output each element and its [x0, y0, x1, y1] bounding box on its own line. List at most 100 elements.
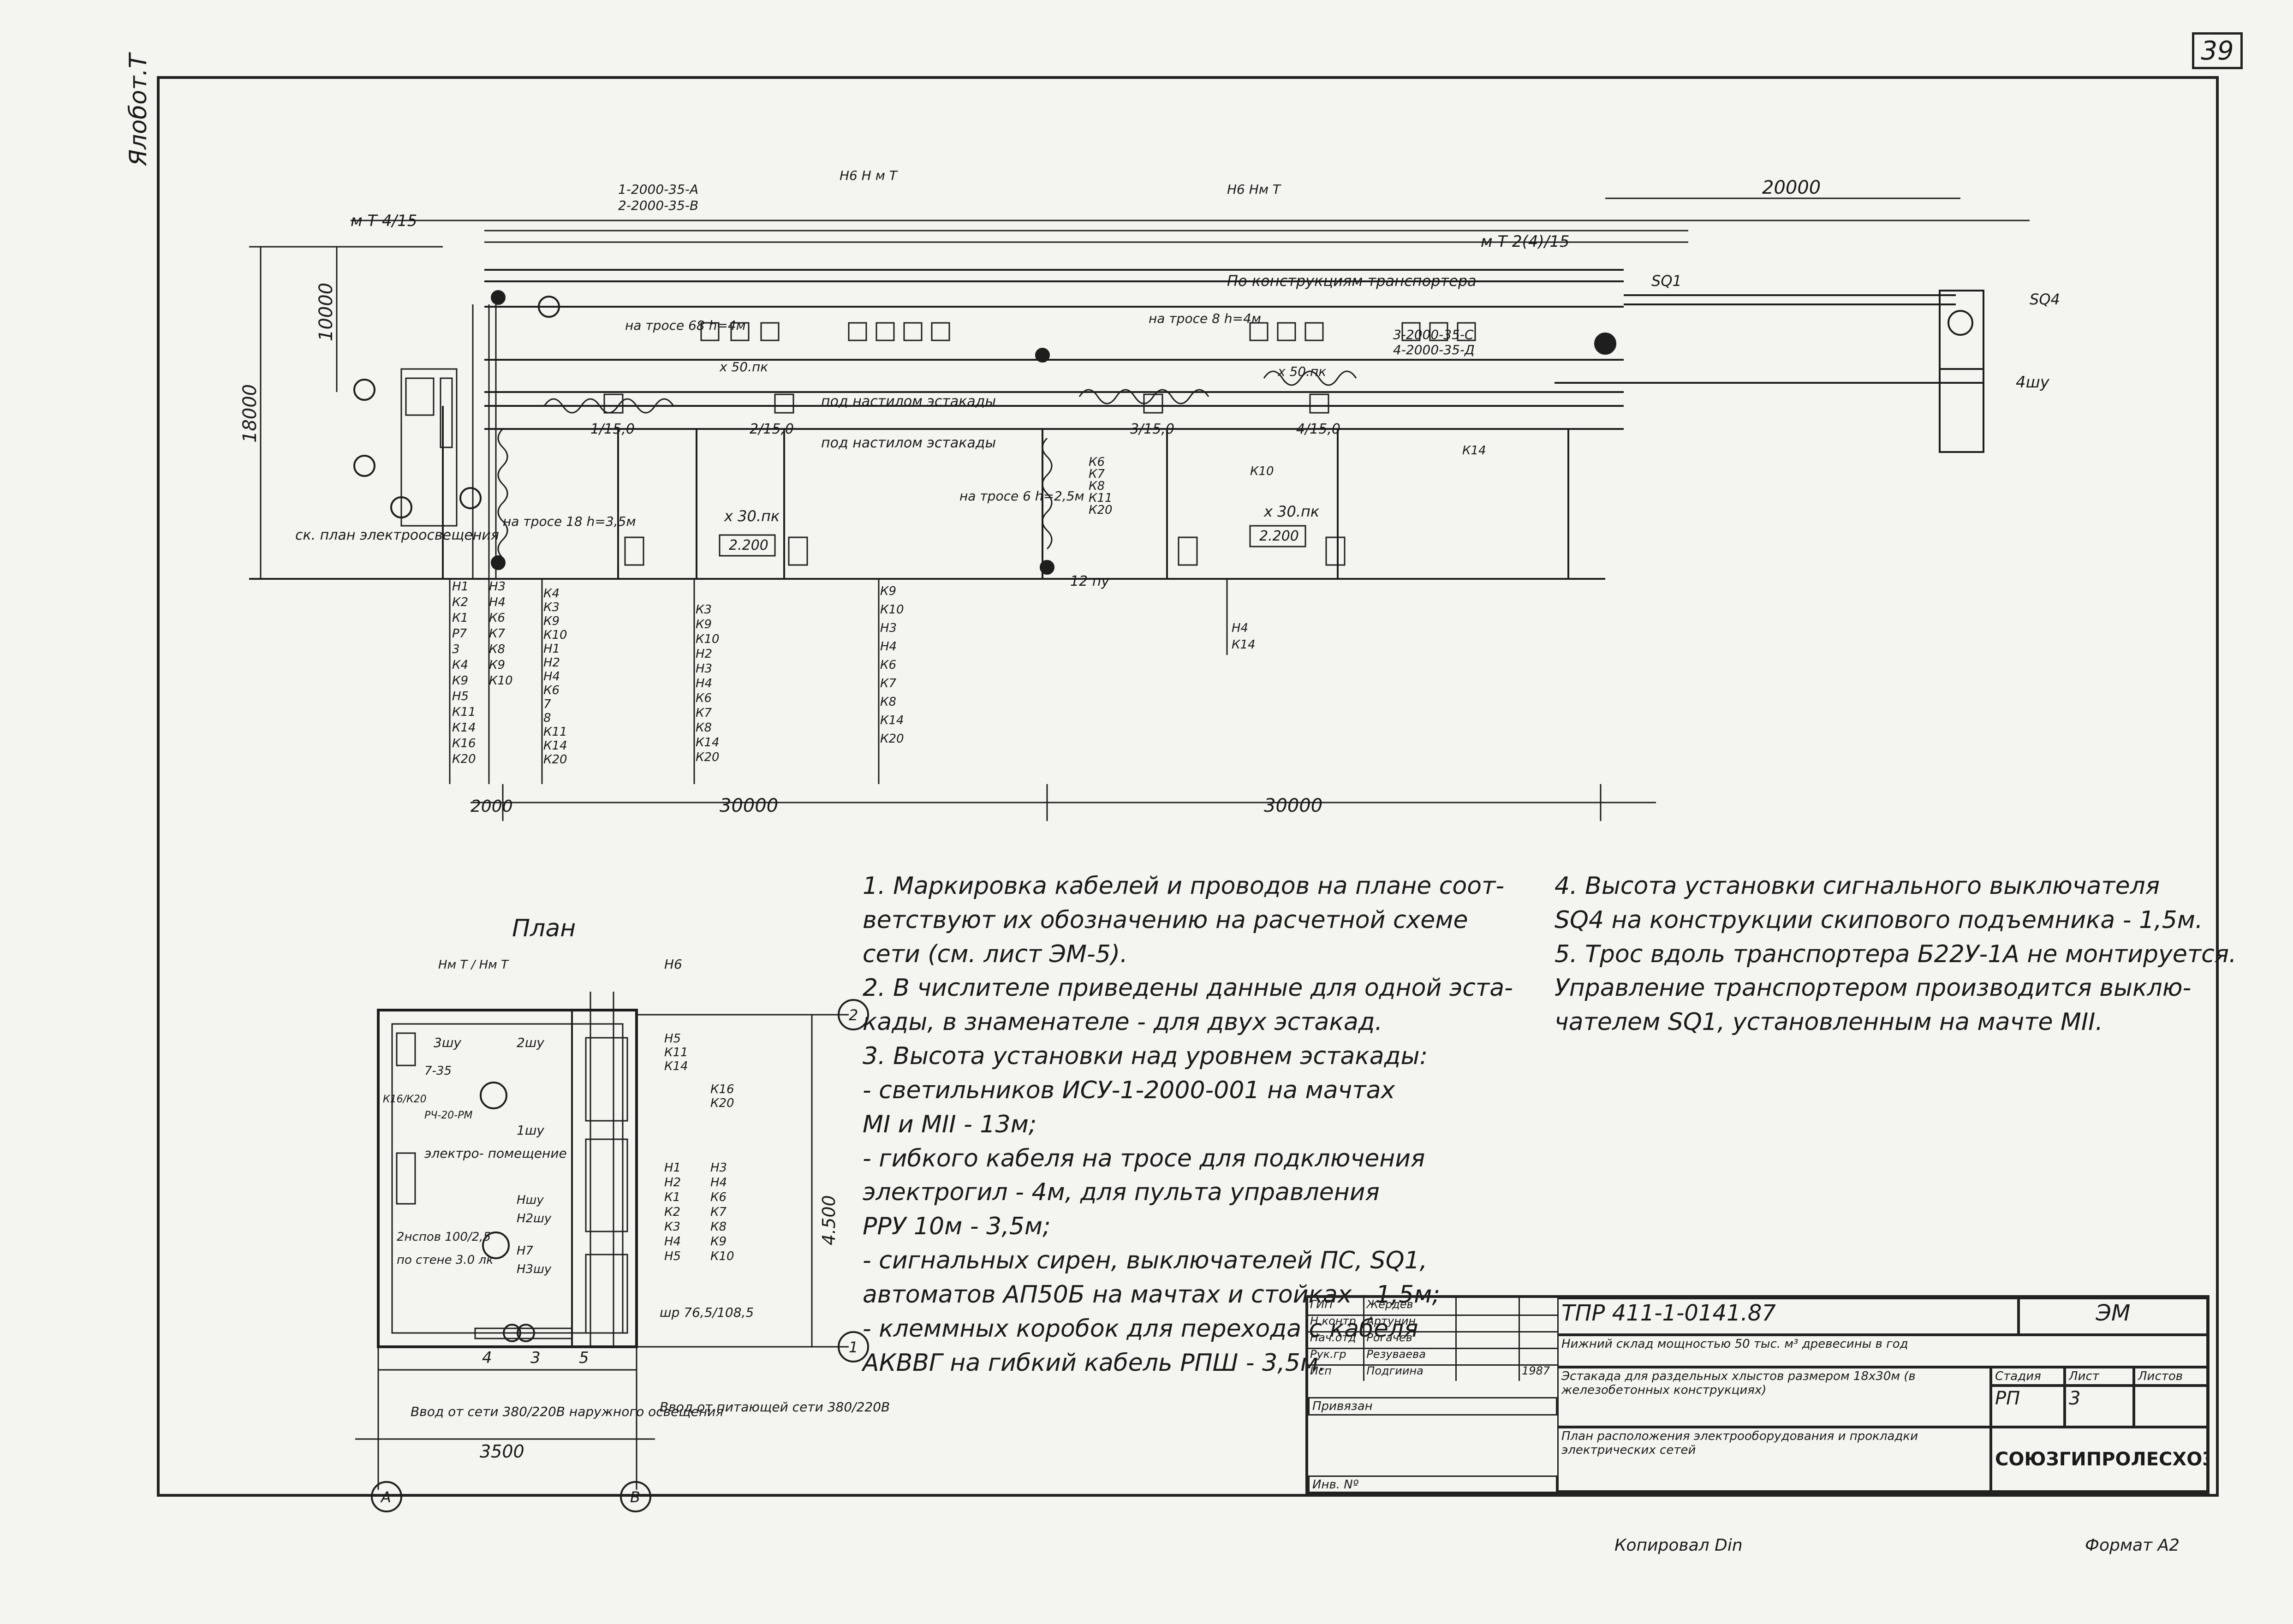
name-cell: Рогачев — [1364, 1331, 1457, 1348]
name-cell: Жердев — [1364, 1298, 1457, 1315]
cable-label-d: 4-2000-35-Д — [1393, 342, 1475, 357]
cable-col2-item: К8 — [489, 642, 505, 656]
signature-cell — [1457, 1331, 1520, 1348]
room-n2shu: Н2шу — [517, 1212, 552, 1225]
deck-label-2: под настилом эстакады — [821, 435, 996, 451]
inlet-supply: Ввод от питающей сети 380/220В — [660, 1399, 890, 1415]
cable-col5-item: Н3 — [880, 621, 897, 635]
cable-col3-item: К4 — [543, 587, 560, 601]
cable-col1-item: 3 — [452, 642, 460, 656]
cable-col2-item: К6 — [489, 611, 505, 625]
room-n7: Н7 — [517, 1244, 534, 1258]
cable-col7-item: К8 — [1089, 479, 1105, 493]
plan-circuit-number: 3 — [530, 1349, 541, 1367]
sheets-value — [2134, 1386, 2208, 1427]
x50-label-b: х 50.пк — [1277, 364, 1326, 379]
cable-col3-item: 7 — [543, 697, 551, 711]
drawing-frame — [157, 76, 2219, 1497]
cable-col2-item: К10 — [489, 674, 513, 688]
cable-col5-item: Н4 — [880, 640, 897, 654]
date-cell — [1520, 1298, 1557, 1315]
name-cell: Резуваева — [1364, 1348, 1457, 1364]
inlet-outdoor: Ввод от сети 380/220В наружного освещени… — [411, 1404, 723, 1419]
object-name: Эстакада для раздельных хлыстов размером… — [1557, 1367, 1991, 1427]
cable-col1-item: К11 — [452, 705, 476, 719]
cable-col1-item: Р7 — [452, 627, 467, 641]
cable-col4-item: Н3 — [696, 662, 712, 676]
name-cell: Подгиина — [1364, 1364, 1457, 1381]
cable-col4-item: Н4 — [696, 677, 712, 690]
cable-col6-item: К14 — [1232, 638, 1256, 652]
plan-dim-width: 3500 — [480, 1441, 524, 1462]
plan-n6-label: Н6 — [664, 957, 682, 972]
cable-col1-item: К4 — [452, 658, 468, 672]
plan-list-c-item: К2 — [664, 1205, 680, 1219]
cable-col7-item: К20 — [1089, 503, 1113, 517]
cable-col3-item: Н2 — [543, 656, 560, 670]
notes-right: 4. Высота установки сигнального выключат… — [1554, 869, 2237, 1040]
date-cell — [1520, 1331, 1557, 1348]
copied-by: Копировал Din — [1614, 1536, 1743, 1555]
cable-col8-item: К10 — [1250, 464, 1274, 478]
notes-left: 1. Маркировка кабелей и проводов на план… — [863, 869, 1513, 1380]
room-lamps: 2нспов 100/2,5 — [397, 1230, 491, 1244]
note-line: кады, в знаменателе - для двух эстакад. — [863, 1008, 1383, 1036]
note-line: 3. Высота установки над уровнем эстакады… — [863, 1042, 1428, 1071]
sheet-value: 3 — [2065, 1386, 2134, 1427]
note-line: Управление транспортером производится вы… — [1554, 974, 2192, 1002]
box-label-2: 2.200 — [1259, 528, 1299, 544]
name-cell: Артунин — [1364, 1315, 1457, 1331]
inventory-label: Инв. Nº — [1308, 1475, 1557, 1494]
cable-col1-item: К2 — [452, 595, 468, 609]
plan-list-d-item: К10 — [710, 1249, 734, 1263]
cable-col7-item: К7 — [1089, 467, 1105, 481]
note-line: 5. Трос вдоль транспортера Б22У-1А не мо… — [1554, 940, 2237, 968]
cable-col4-item: К14 — [696, 736, 720, 750]
room-k16: К16/К20 — [383, 1094, 427, 1105]
sheet-title: План расположения электрооборудования и … — [1557, 1427, 1991, 1492]
note-line: электрогил - 4м, для пульта управления — [863, 1178, 1380, 1207]
axis-2: 2 — [849, 1006, 858, 1024]
plan-list-a-item: К11 — [664, 1046, 688, 1059]
cable-col4-item: К10 — [696, 632, 720, 646]
control-panel-label: 12 пу — [1070, 573, 1110, 589]
cable-col7-item: К6 — [1089, 455, 1105, 469]
cable-col4-item: К9 — [696, 618, 712, 631]
cable-col4-item: К20 — [696, 750, 720, 764]
organization: СОЮЗГИПРОЛЕСХОЗ — [1991, 1427, 2208, 1492]
note-line: МI и МII - 13м; — [863, 1110, 1037, 1138]
plan-list-d-item: К7 — [710, 1205, 727, 1219]
note-line: автоматов АП50Б на мачтах и стойках - 1,… — [863, 1280, 1440, 1309]
page-number: 39 — [2192, 32, 2243, 69]
note-line: чателем SQ1, установленным на мачте МII. — [1554, 1008, 2103, 1036]
cable-label-a: 1-2000-35-А — [618, 182, 698, 197]
cable-col3-item: К10 — [543, 628, 567, 642]
plan-list-c-item: Н2 — [664, 1176, 681, 1190]
room-2shu: 2шу — [517, 1035, 544, 1050]
cable-col5-item: К20 — [880, 732, 904, 746]
room-elect: электро- помещение — [424, 1146, 567, 1161]
project-name: Нижний склад мощностью 50 тыс. м³ древес… — [1557, 1335, 2208, 1367]
room-1shu: 1шу — [517, 1123, 544, 1138]
room-nshu: Ншу — [517, 1193, 544, 1207]
room-lamp: 7-35 — [424, 1064, 452, 1078]
switch-label-3: 3/15,0 — [1130, 421, 1174, 437]
note-line: 1. Маркировка кабелей и проводов на план… — [863, 872, 1505, 900]
signature-cell — [1457, 1364, 1520, 1381]
mast-label-1: м Т 4/15 — [351, 212, 417, 230]
cable-col5-item: К7 — [880, 677, 896, 690]
cable-label-b: 2-2000-35-В — [618, 198, 698, 213]
dim-left-total: 18000 — [239, 384, 261, 443]
cable-col4-item: К8 — [696, 721, 712, 735]
plan-list-d-item: Н3 — [710, 1161, 727, 1175]
switch-label-2: 2/15,0 — [750, 421, 794, 437]
cable-label-c: 3-2000-35-С — [1393, 327, 1474, 342]
room-wall: по стене 3.0 лк — [397, 1253, 494, 1267]
note-line: РРУ 10м - 3,5м; — [863, 1213, 1051, 1241]
plan-list-c-item: К1 — [664, 1190, 680, 1204]
sheet-header: Лист — [2065, 1367, 2134, 1386]
date-cell — [1520, 1348, 1557, 1364]
